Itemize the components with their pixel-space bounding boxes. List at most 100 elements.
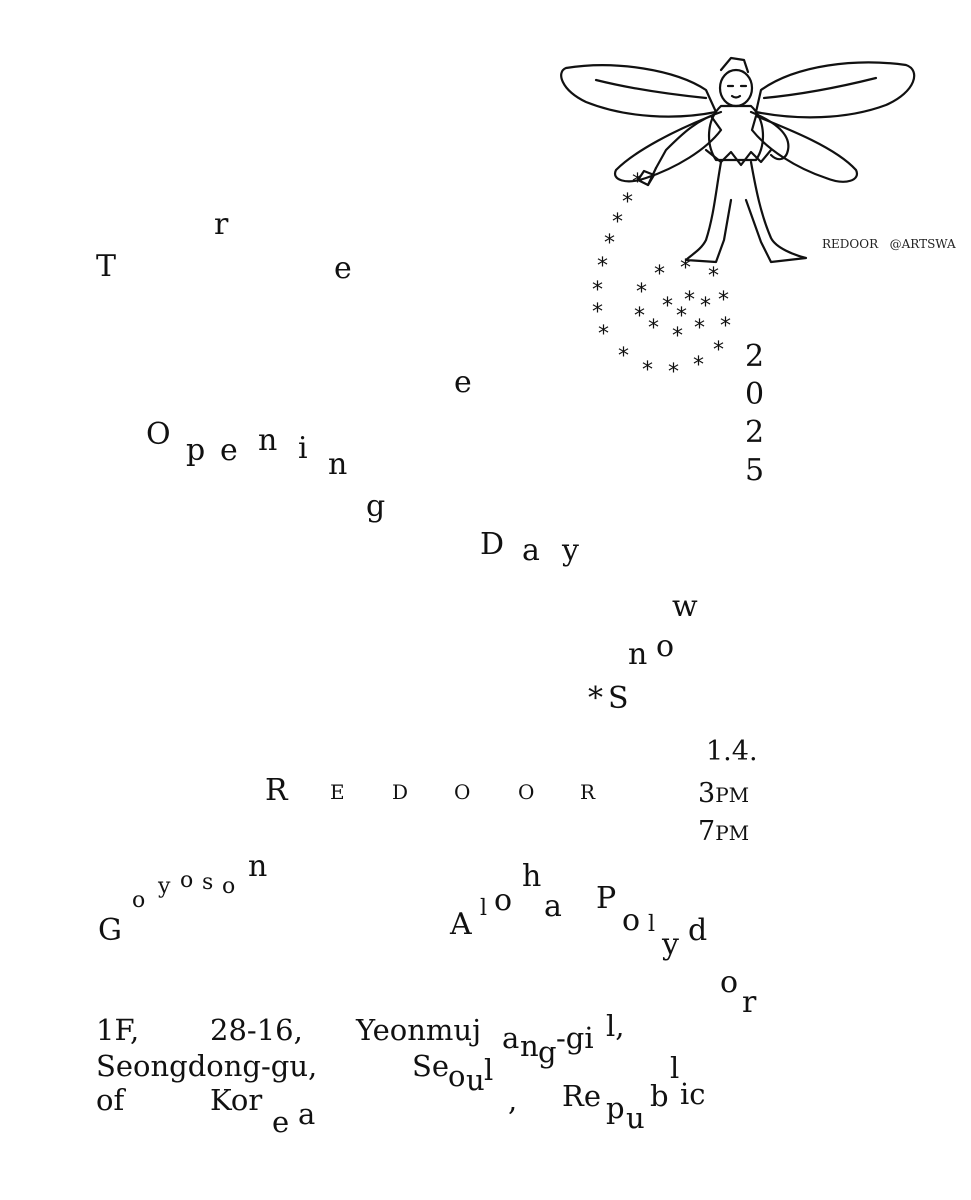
letter: a — [544, 889, 562, 924]
spiral-star: * — [632, 170, 643, 195]
letter: i — [298, 431, 308, 466]
spiral-star: * — [700, 294, 711, 319]
credit-right: @ARTSWA — [889, 237, 956, 251]
letter: A — [450, 907, 472, 942]
fairy-illustration — [560, 56, 916, 264]
letter: l — [480, 896, 488, 921]
letter: o — [132, 888, 146, 913]
end-time-number: 7 — [698, 816, 716, 847]
letter: e — [454, 365, 472, 400]
spiral-star: * — [708, 264, 719, 289]
address-word: Seongdong-gu, — [96, 1049, 318, 1083]
letter: r — [742, 985, 757, 1020]
letter: D — [480, 527, 505, 562]
address-word: 28-16, — [210, 1013, 303, 1047]
letter: T — [96, 249, 117, 284]
letter: h — [522, 859, 542, 894]
end-time: 7PM — [698, 818, 749, 845]
spiral-star: * — [618, 344, 629, 369]
letter: w — [672, 589, 698, 624]
spiral-star: * — [642, 358, 653, 383]
spiral-star: * — [634, 304, 645, 329]
letter: y — [662, 927, 679, 962]
spiral-star: * — [592, 278, 603, 303]
letter: n — [628, 637, 648, 672]
letter: G — [98, 913, 122, 948]
address-word: u — [466, 1063, 485, 1097]
letter: O — [146, 417, 171, 452]
address-word: a — [502, 1021, 520, 1055]
letter: P — [596, 881, 617, 916]
letter: r — [214, 207, 229, 242]
letter: l — [648, 912, 656, 937]
letter: y — [562, 533, 579, 568]
address-word: l, — [606, 1009, 625, 1043]
address-word: Se — [412, 1049, 450, 1083]
address-word: p — [606, 1091, 625, 1125]
spiral-star: * — [597, 254, 608, 279]
spiral-star: * — [622, 190, 633, 215]
address-word: 1F, — [96, 1013, 140, 1047]
address-word: l — [484, 1053, 494, 1087]
address-word: a — [298, 1097, 316, 1131]
spiral-star: * — [598, 322, 609, 347]
spiral-star: * — [648, 316, 659, 341]
start-time: 3PM — [698, 780, 749, 807]
year-digit: 5 — [745, 453, 765, 488]
spiral-star: * — [694, 316, 705, 341]
illustration-credit: REDOOR @ARTSWA — [822, 238, 956, 250]
letter: R — [580, 780, 596, 804]
letter: O — [518, 780, 535, 804]
letter: R — [265, 773, 288, 808]
letter: e — [220, 433, 238, 468]
start-time-number: 3 — [698, 778, 716, 809]
letter: o — [622, 903, 641, 938]
year-digit: 2 — [745, 415, 765, 450]
letter: y — [158, 874, 171, 899]
spiral-star: * — [684, 288, 695, 313]
year-digit: 0 — [745, 377, 765, 412]
address-word: Kor — [210, 1083, 263, 1117]
spiral-star: * — [713, 338, 724, 363]
letter: S — [608, 681, 629, 716]
letter: E — [330, 780, 345, 804]
spiral-star: * — [676, 304, 687, 329]
letter: n — [328, 447, 348, 482]
letter: n — [258, 423, 278, 458]
address-word: n — [520, 1029, 539, 1063]
start-time-unit: PM — [715, 783, 750, 807]
letter: o — [656, 629, 675, 664]
spiral-star: * — [636, 280, 647, 305]
spiral-star: * — [612, 210, 623, 235]
spiral-star: * — [680, 256, 691, 281]
letter: n — [248, 849, 268, 884]
letter: o — [222, 874, 236, 899]
address-word: Re — [562, 1079, 601, 1113]
letter: o — [494, 883, 513, 918]
letter: p — [186, 433, 206, 468]
spiral-star: * — [720, 314, 731, 339]
address-word: l — [670, 1051, 680, 1085]
spiral-star: * — [718, 288, 729, 313]
spiral-star: * — [672, 324, 683, 349]
spiral-star: * — [668, 360, 679, 385]
address-word: of — [96, 1083, 125, 1117]
address-word: ic — [680, 1077, 706, 1111]
credit-left: REDOOR — [822, 237, 879, 251]
spiral-star: * — [693, 353, 704, 378]
address-word: e — [272, 1105, 290, 1139]
letter: o — [180, 868, 194, 893]
spiral-star: * — [654, 262, 665, 287]
address-word: o — [448, 1059, 466, 1093]
letter: a — [522, 533, 540, 568]
spiral-star: * — [592, 300, 603, 325]
letter: s — [202, 870, 214, 895]
end-time-unit: PM — [715, 821, 750, 845]
address-word: -gi — [556, 1021, 594, 1055]
letter: d — [688, 913, 708, 948]
address-word: Yeonmuj — [356, 1013, 482, 1047]
letter: g — [366, 489, 386, 524]
letter: * — [588, 681, 603, 716]
address-word: g — [538, 1035, 557, 1069]
